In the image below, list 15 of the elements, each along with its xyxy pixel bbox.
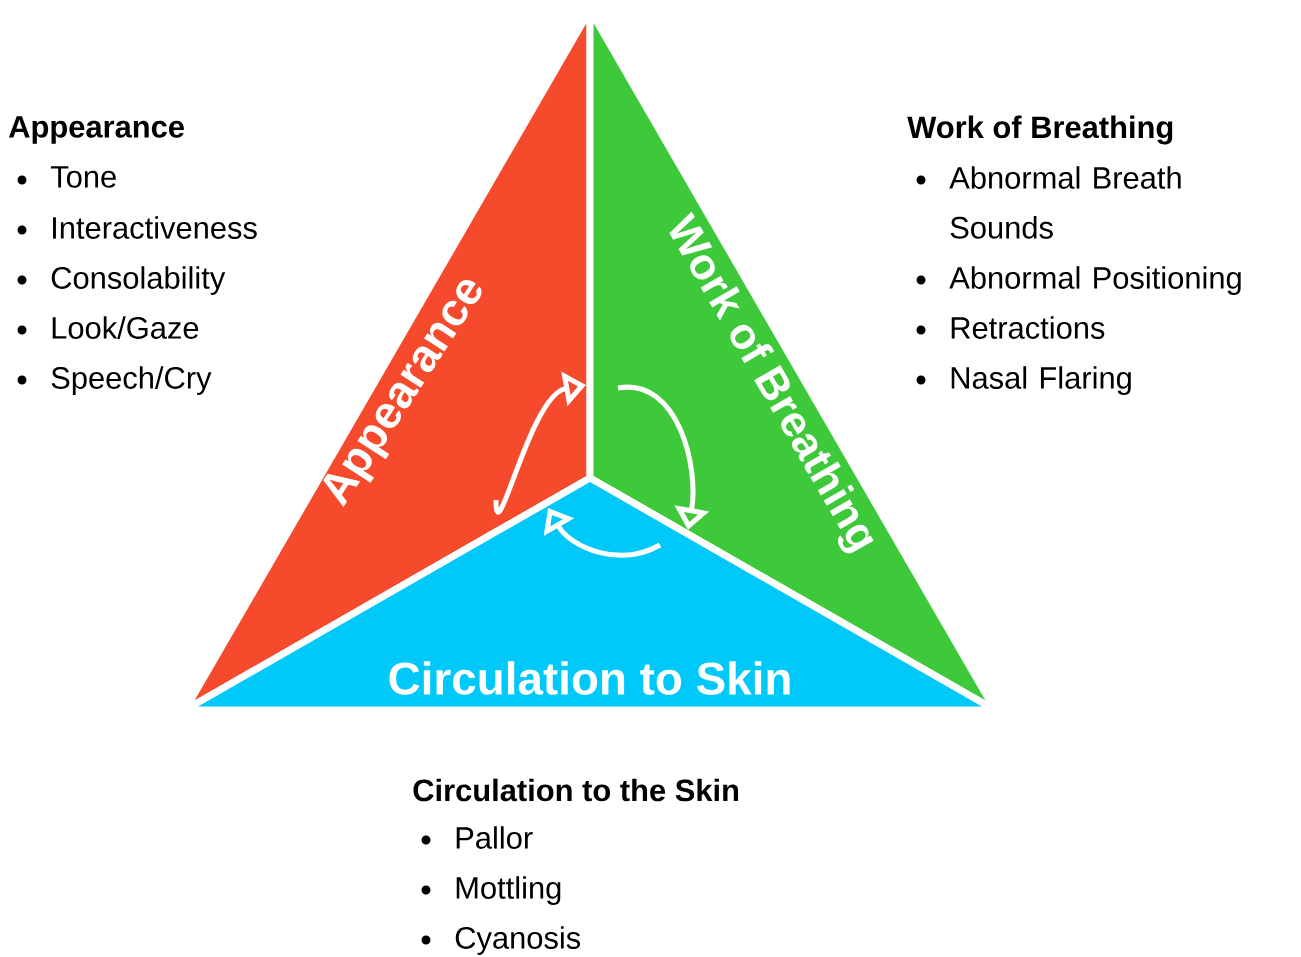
list-item: Consolability — [51, 266, 226, 295]
list-item: Retractions — [951, 316, 1105, 339]
list-item: Mottling — [456, 876, 561, 905]
list-item: Tone — [50, 166, 116, 188]
list-item: Abnormal Positioning — [949, 266, 1241, 295]
list-heading: Work of Breathing — [907, 115, 1173, 145]
list-item: Abnormal Breath Sounds — [949, 166, 1181, 239]
list-item: Cyanosis — [455, 926, 581, 955]
list-item: Interactiveness — [53, 216, 257, 239]
list-item: Speech/Cry — [51, 366, 212, 395]
list-item: Nasal Flaring — [951, 366, 1131, 395]
list-heading: Appearance — [8, 116, 184, 144]
list-heading: Circulation to the Skin — [413, 778, 739, 802]
list-item: Look/Gaze — [52, 316, 199, 339]
list-item: Pallor — [456, 826, 533, 849]
